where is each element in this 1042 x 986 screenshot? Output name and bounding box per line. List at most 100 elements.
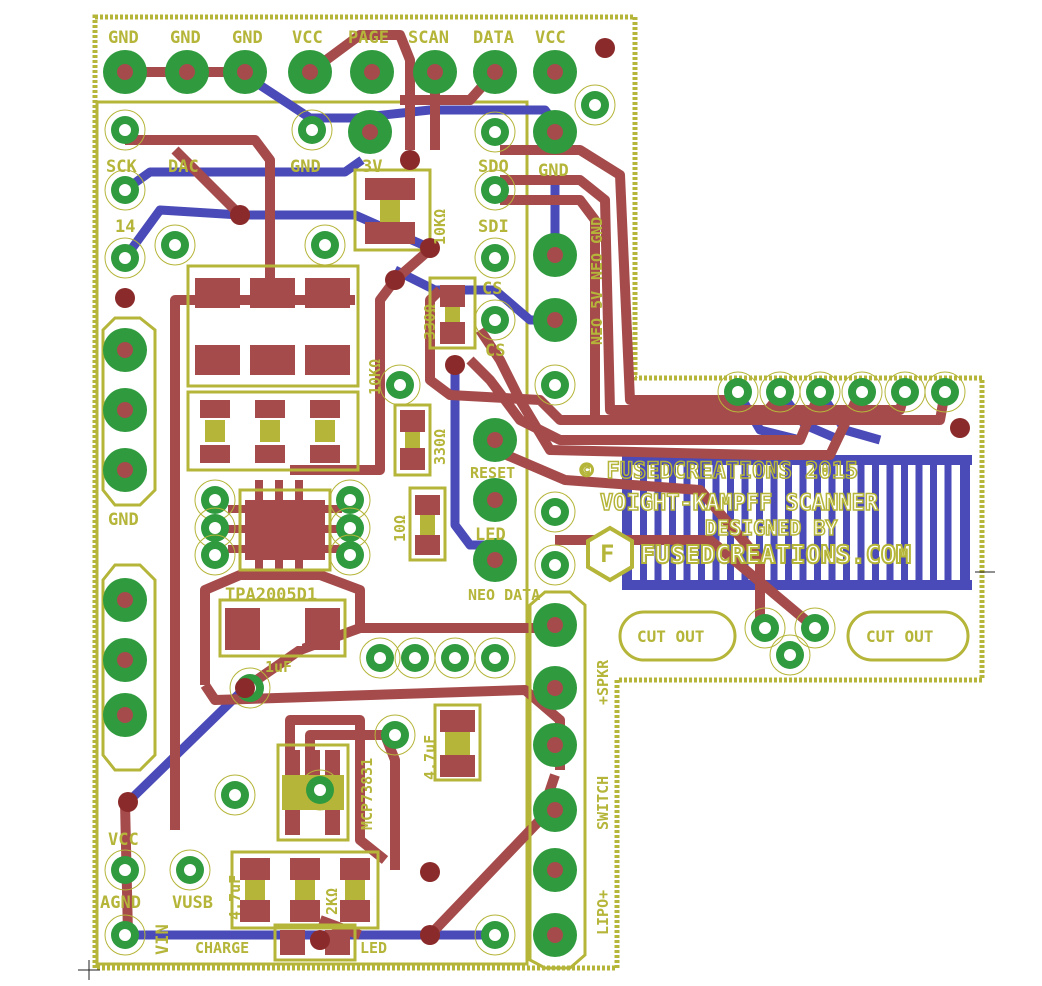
cut-out-left: CUT OUT (637, 627, 704, 646)
pad-ring (924, 371, 966, 413)
connector-finger (814, 462, 821, 582)
connector-finger (712, 462, 720, 582)
pad-ring (534, 544, 576, 586)
big-pad-hole (487, 64, 503, 80)
small-pad-hole (209, 549, 221, 561)
label-led: LED (475, 525, 506, 545)
small-pad-hole (759, 622, 771, 634)
brand-designed-by: DESIGNED BY (705, 516, 837, 540)
big-pad-hole (179, 64, 195, 80)
label-tpa: TPA2005D1 (225, 585, 317, 605)
pad-ring (474, 299, 516, 341)
big-pad-hole (117, 402, 133, 418)
pad-ring (841, 371, 883, 413)
pad-ring (104, 237, 146, 279)
small-pad-hole (394, 379, 406, 391)
connector-finger (669, 462, 676, 582)
connector-finger (843, 462, 850, 582)
pad-ring (474, 237, 516, 279)
label-vin: VIN (153, 924, 173, 955)
label-gnd-r: GND (538, 161, 569, 181)
label-sdo: SDO (478, 157, 509, 177)
connector-finger (683, 462, 691, 582)
label-dac: DAC (168, 157, 199, 177)
header-label-1: GND (108, 28, 139, 48)
via (595, 38, 615, 58)
pad-ring (154, 224, 196, 266)
small-pad-hole (119, 184, 131, 196)
label-charge: CHARGE (195, 939, 249, 957)
pad-ring (104, 169, 146, 211)
pad-ring (744, 607, 786, 649)
pad-ring (534, 491, 576, 533)
big-pad-hole (547, 802, 563, 818)
small-pad-hole (449, 652, 461, 664)
small-pad-hole (119, 124, 131, 136)
label-res10k: 10KΩ (431, 209, 449, 245)
label-mcp: MCP73831 (358, 758, 376, 830)
connector-finger (770, 462, 778, 582)
big-pad-hole (117, 652, 133, 668)
small-pad-hole (344, 549, 356, 561)
label-neo-5v: NEO 5V (588, 291, 606, 345)
small-pad-hole (814, 386, 826, 398)
big-pad-hole (547, 617, 563, 633)
pad-ring (794, 607, 836, 649)
big-pad-hole (487, 552, 503, 568)
small-pad-hole (169, 239, 181, 251)
header-label-7: DATA (473, 28, 514, 48)
connector-finger (857, 462, 865, 582)
cut-out-labels: CUT OUT CUT OUT (637, 627, 933, 646)
small-pad-hole (119, 252, 131, 264)
label-vcc-left: VCC (108, 830, 139, 850)
small-pad-hole (489, 929, 501, 941)
big-pad-hole (362, 124, 378, 140)
header-label-2: GND (170, 28, 201, 48)
connector-finger (828, 462, 836, 582)
via (420, 238, 440, 258)
connector-finger (872, 462, 879, 582)
big-pad-hole (547, 862, 563, 878)
small-pad-hole (489, 184, 501, 196)
big-pad-hole (117, 462, 133, 478)
brand-logo-letter: F (600, 540, 614, 568)
big-pad-hole (117, 592, 133, 608)
label-res330b: 330Ω (431, 429, 449, 465)
pad-ring (359, 637, 401, 679)
brand-copyright: © FUSEDCREATIONS 2015 (580, 459, 858, 484)
via (310, 930, 330, 950)
big-pad-hole (117, 707, 133, 723)
big-pad-hole (547, 737, 563, 753)
header-label-6: SCAN (408, 28, 449, 48)
connector-finger (654, 462, 662, 582)
label-gnd-mid: GND (290, 157, 321, 177)
small-pad-hole (184, 864, 196, 876)
small-pad-hole (549, 506, 561, 518)
via (230, 205, 250, 225)
pad-ring (379, 364, 421, 406)
origin-markers (78, 571, 995, 980)
small-pad-hole (809, 622, 821, 634)
label-agnd: AGND (100, 893, 141, 913)
right-labels: SDO GND SDI CS CS RESET LED NEO DATA NEO… (468, 157, 612, 935)
label-led-bottom: LED (360, 939, 387, 957)
small-pad-hole (489, 252, 501, 264)
via (115, 288, 135, 308)
connector-finger (741, 462, 749, 582)
big-pad-hole (302, 64, 318, 80)
small-pad-hole (784, 649, 796, 661)
pad-ring (474, 637, 516, 679)
pad-ring (291, 109, 333, 151)
pad-ring (104, 109, 146, 151)
label-neo-gnd: NEO GND (588, 217, 606, 280)
via (950, 418, 970, 438)
small-pad-hole (549, 559, 561, 571)
big-pad-hole (117, 342, 133, 358)
pad-ring (194, 534, 236, 576)
small-pad-hole (489, 314, 501, 326)
small-pad-hole (119, 929, 131, 941)
via (420, 925, 440, 945)
connector-finger (756, 462, 763, 582)
label-cap1: 1uF (265, 658, 292, 676)
pad-ring (104, 849, 146, 891)
